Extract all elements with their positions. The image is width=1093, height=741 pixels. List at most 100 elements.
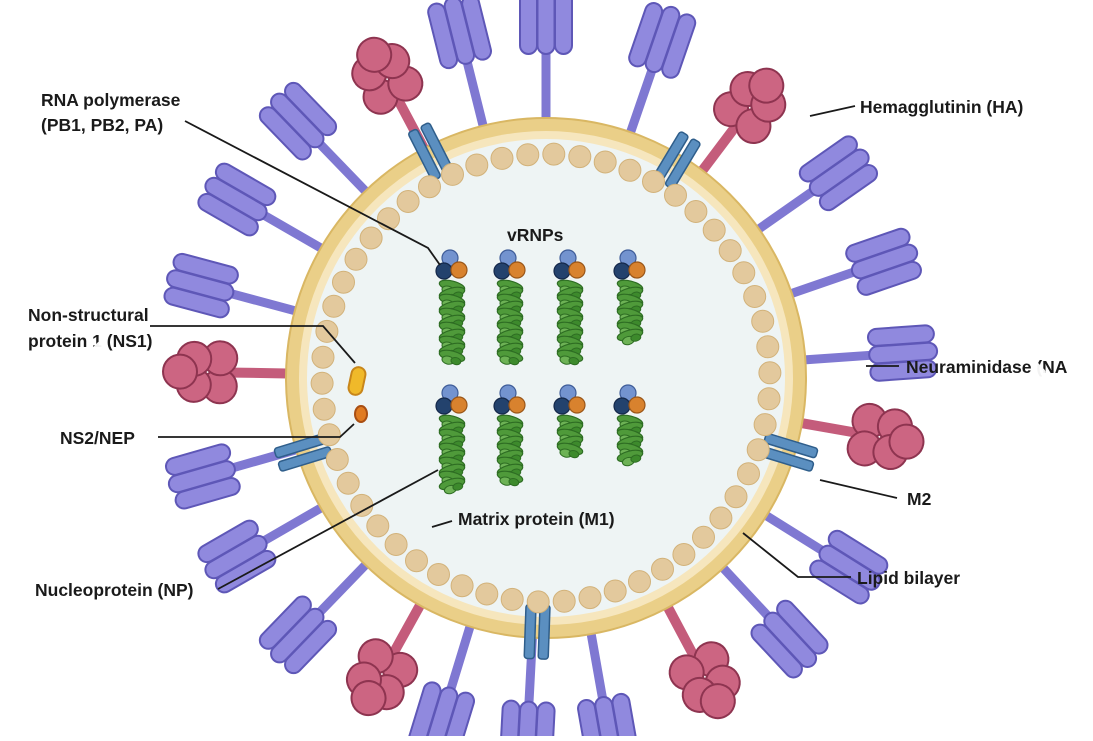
matrix-protein-bead [317, 423, 341, 447]
hemagglutinin-spike [603, 0, 698, 148]
matrix-protein-bead [578, 586, 602, 610]
label-rna-polymerase-line2: (PB1, PB2, PA) [41, 115, 163, 135]
hemagglutinin-spike [520, 0, 572, 126]
label-neuraminidase: Neuraminidase (NA [906, 357, 1068, 377]
leader-lipid-bilayer [742, 532, 851, 578]
matrix-protein-bead [542, 142, 566, 166]
carousel-prev-button[interactable] [62, 327, 110, 417]
matrix-protein-bead [651, 557, 674, 581]
matrix-protein-bead [441, 162, 464, 186]
polymerase-subunit [613, 397, 631, 415]
matrix-protein-bead [418, 175, 441, 199]
hemagglutinin-spike [796, 325, 939, 387]
label-rna-polymerase-line1: RNA polymerase [41, 90, 181, 110]
label-non-structural-line2: protein 1 (NS1) [28, 331, 152, 351]
matrix-protein-bead [724, 485, 748, 509]
matrix-protein-bead [628, 570, 651, 594]
leader-ns2 [158, 423, 355, 438]
matrix-protein-bead [500, 587, 524, 611]
matrix-protein-bead [322, 294, 346, 318]
matrix-protein-bead [311, 345, 335, 369]
matrix-protein-bead [568, 145, 592, 169]
leader-ns1 [150, 325, 356, 364]
matrix-protein-bead [737, 462, 760, 486]
label-vrnps: vRNPs [507, 225, 564, 245]
matrix-protein-bead [743, 285, 767, 308]
polymerase-subunit [628, 396, 646, 414]
matrix-protein-bead [732, 261, 756, 285]
label-ns2-nep: NS2/NEP [60, 428, 135, 448]
label-nucleoprotein: Nucleoprotein (NP) [35, 580, 193, 600]
vrnp [613, 384, 646, 469]
matrix-protein-bead [310, 371, 334, 395]
matrix-protein-bead [396, 190, 420, 213]
polymerase-subunit [568, 261, 586, 279]
vrnp [613, 249, 646, 348]
leader-lines [150, 105, 899, 590]
matrix-protein-bead [718, 239, 742, 263]
matrix-protein-bead [709, 506, 733, 530]
polymerase-subunit [553, 262, 571, 280]
vrnp [435, 249, 468, 369]
matrix-protein-bead [405, 549, 428, 573]
matrix-protein-bead [332, 270, 355, 294]
matrix-protein-bead [475, 582, 499, 606]
vrnp [553, 249, 586, 369]
matrix-protein-bead [359, 226, 383, 250]
vrnp [493, 384, 526, 490]
matrix-protein-bead [490, 146, 514, 170]
matrix-protein-bead [312, 397, 336, 421]
leader-hemagglutinin [809, 105, 856, 117]
virion-interior [307, 139, 785, 617]
vrnp [435, 384, 468, 497]
polymerase-subunit [613, 262, 631, 280]
matrix-protein-bead [756, 335, 780, 359]
matrix-protein-bead [516, 143, 540, 167]
vrnp [493, 249, 526, 369]
matrix-protein-layer [310, 142, 782, 614]
matrix-protein-bead [746, 438, 770, 462]
vrnp-group [435, 249, 646, 497]
matrix-protein-bead [757, 387, 781, 411]
hemagglutinin-spike [161, 251, 310, 337]
ns2-protein [354, 405, 368, 423]
matrix-protein-bead [664, 183, 687, 207]
matrix-protein-bead [384, 533, 408, 556]
matrix-protein-bead [526, 590, 550, 614]
carousel-next-button[interactable] [1006, 327, 1054, 417]
label-matrix-protein: Matrix protein (M1) [458, 509, 615, 529]
matrix-protein-bead [753, 413, 777, 437]
chevron-left-icon [70, 341, 104, 403]
matrix-protein-bead [758, 361, 782, 385]
polymerase-subunit [568, 396, 586, 414]
leader-matrix-protein [431, 520, 453, 528]
chevron-right-icon [1012, 341, 1046, 403]
matrix-protein-bead [465, 153, 489, 177]
polymerase-subunit [450, 261, 468, 279]
polymerase-subunit [628, 261, 646, 279]
hemagglutinin-spike [564, 622, 640, 736]
matrix-protein-bead [427, 563, 450, 586]
polymerase-subunit [435, 397, 453, 415]
matrix-protein-bead [366, 514, 390, 538]
matrix-protein-bead [603, 579, 627, 603]
leader-rna-polymerase [184, 120, 441, 266]
matrix-protein-bead [684, 200, 708, 223]
neuraminidase-spike [162, 340, 294, 404]
matrix-protein-bead [692, 525, 715, 549]
matrix-protein-bead [336, 471, 360, 495]
polymerase-subunit [450, 396, 468, 414]
label-lipid-bilayer: Lipid bilayer [857, 568, 960, 588]
polymerase-subunit [493, 262, 511, 280]
polymerase-subunit [508, 396, 526, 414]
hemagglutinin-spike [426, 0, 510, 140]
leader-m2 [819, 479, 898, 499]
matrix-protein-bead [672, 543, 696, 566]
matrix-protein-bead [702, 218, 726, 242]
ns1-protein [347, 366, 367, 396]
polymerase-subunit [508, 261, 526, 279]
matrix-protein-bead [552, 589, 576, 613]
polymerase-subunit [553, 397, 571, 415]
leader-nucleoprotein [217, 469, 439, 590]
